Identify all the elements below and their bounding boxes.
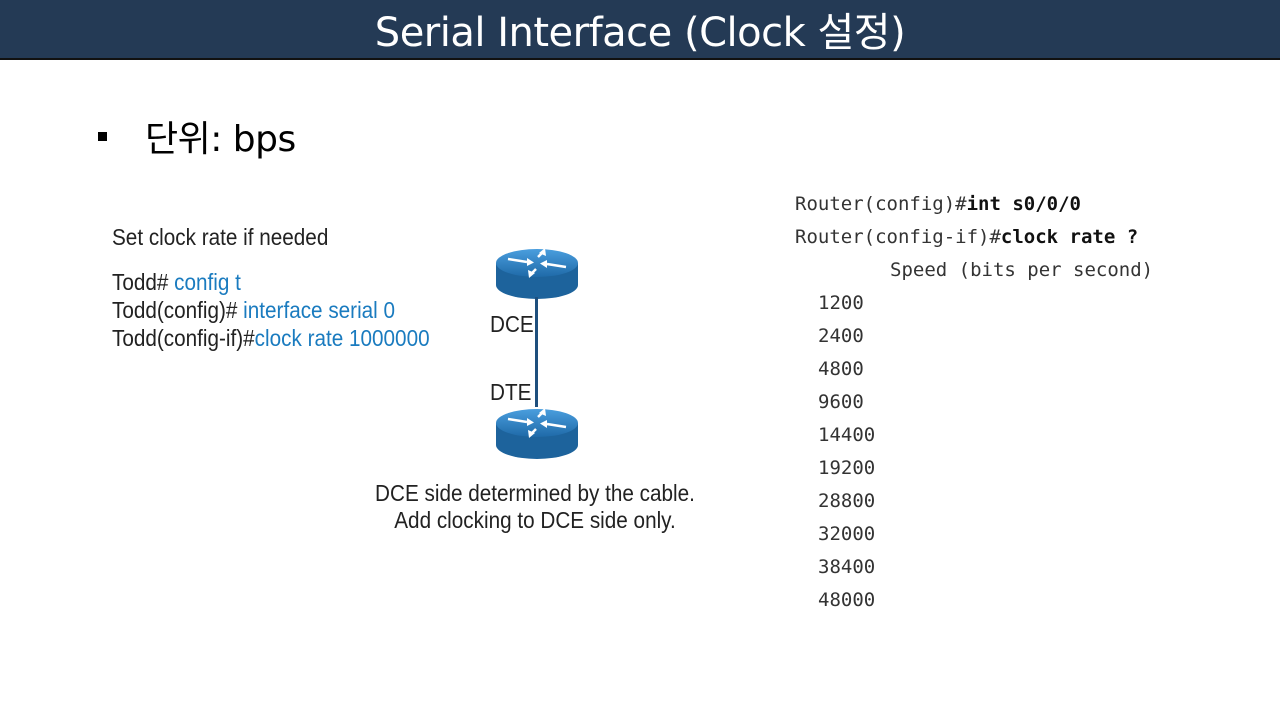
speed-value: 48000 bbox=[818, 589, 876, 611]
dce-dte-diagram: DCE DTE bbox=[490, 245, 590, 475]
router-icon bbox=[496, 248, 578, 299]
config-heading: Set clock rate if needed bbox=[112, 224, 329, 250]
command-prompt: Todd(config-if)# bbox=[112, 325, 255, 351]
cli-prompt: Router(config)# bbox=[795, 193, 967, 215]
command-line: Todd# config t bbox=[112, 268, 430, 296]
dce-label: DCE bbox=[490, 311, 534, 337]
speed-value: 19200 bbox=[818, 457, 876, 479]
speed-value: 1200 bbox=[818, 292, 864, 314]
command-prompt: Todd# bbox=[112, 269, 175, 295]
caption-line: Add clocking to DCE side only. bbox=[394, 507, 676, 533]
dte-label: DTE bbox=[490, 379, 532, 405]
slide-title: Serial Interface (Clock 설정) bbox=[374, 10, 906, 56]
speed-header: Speed (bits per second) bbox=[890, 259, 1154, 281]
speed-value: 9600 bbox=[818, 391, 864, 413]
command-line: Todd(config-if)#clock rate 1000000 bbox=[112, 324, 430, 352]
bullet-text: 단위: bps bbox=[145, 119, 296, 160]
title-bar: Serial Interface (Clock 설정) bbox=[0, 0, 1280, 60]
speed-value: 14400 bbox=[818, 424, 876, 446]
command-text: interface serial 0 bbox=[243, 297, 396, 323]
config-example: Set clock rate if needed Todd# config t … bbox=[112, 222, 430, 351]
command-text: clock rate 1000000 bbox=[254, 325, 430, 351]
cli-command: int s0/0/0 bbox=[966, 193, 1081, 215]
command-line: Todd(config)# interface serial 0 bbox=[112, 296, 430, 324]
cli-line: Router(config-if)#clock rate ? bbox=[795, 221, 1153, 254]
bullet-square-icon bbox=[98, 131, 107, 141]
cli-line: Router(config)#int s0/0/0 bbox=[795, 188, 1153, 221]
caption-line: DCE side determined by the cable. bbox=[375, 480, 695, 506]
command-text: config t bbox=[174, 269, 241, 295]
cli-command: clock rate ? bbox=[1000, 226, 1139, 248]
bullet-row: 단위: bps bbox=[98, 112, 296, 160]
router-icon bbox=[496, 408, 578, 459]
cli-prompt: Router(config-if)# bbox=[795, 226, 1001, 248]
speed-list: 1200 2400 4800 9600 14400 19200 28800 32000 3840… bbox=[795, 287, 1153, 617]
speed-value: 28800 bbox=[818, 490, 876, 512]
speed-value: 4800 bbox=[818, 358, 864, 380]
router-cli-output: Router(config)#int s0/0/0 Router(config-… bbox=[795, 188, 1153, 617]
speed-value: 38400 bbox=[818, 556, 876, 578]
command-prompt: Todd(config)# bbox=[112, 297, 244, 323]
serial-cable bbox=[535, 297, 538, 407]
command-block: Todd# config t Todd(config)# interface s… bbox=[112, 268, 465, 352]
speed-value: 32000 bbox=[818, 523, 876, 545]
speed-value: 2400 bbox=[818, 325, 864, 347]
diagram-caption: DCE side determined by the cable. Add cl… bbox=[330, 480, 740, 534]
